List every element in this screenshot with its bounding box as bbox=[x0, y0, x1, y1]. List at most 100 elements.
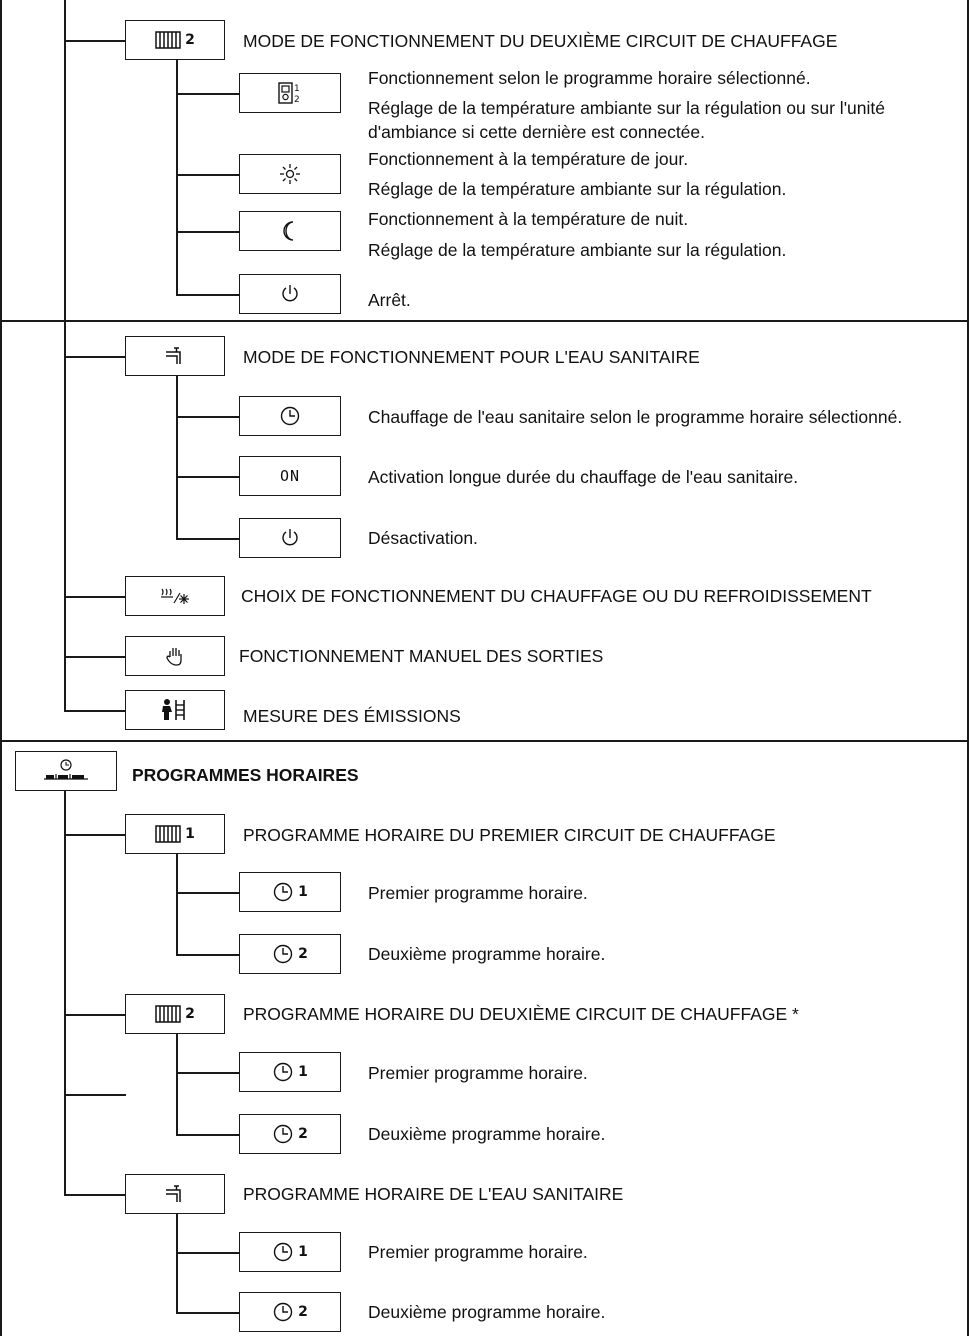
sub-trunk-line bbox=[176, 1214, 178, 1312]
branch-line bbox=[176, 954, 240, 956]
trunk-line bbox=[64, 321, 66, 710]
section-title: CHOIX DE FONCTIONNEMENT DU CHAUFFAGE OU … bbox=[241, 586, 872, 606]
circuit-number: 2 bbox=[185, 1006, 195, 1022]
branch-line bbox=[176, 231, 240, 233]
section-title: FONCTIONNEMENT MANUEL DES SORTIES bbox=[239, 646, 604, 666]
branch-line bbox=[176, 892, 240, 894]
svg-text:1: 1 bbox=[294, 84, 300, 94]
sub-trunk-line bbox=[176, 60, 178, 294]
branch-line bbox=[176, 294, 240, 296]
outer-border-right bbox=[967, 0, 969, 1336]
group-title: PROGRAMME HORAIRE DU PREMIER CIRCUIT DE … bbox=[243, 825, 776, 845]
program-description: Premier programme horaire. bbox=[368, 1242, 588, 1262]
branch-line bbox=[64, 596, 126, 598]
program-number: 1 bbox=[298, 1244, 308, 1260]
tap-icon[interactable] bbox=[125, 1174, 225, 1214]
program-description: Premier programme horaire. bbox=[368, 1063, 588, 1083]
branch-line bbox=[64, 710, 126, 712]
program-2-icon[interactable]: 2 bbox=[239, 934, 341, 974]
hand-icon[interactable] bbox=[125, 636, 225, 676]
programs-title: PROGRAMMES HORAIRES bbox=[132, 765, 359, 785]
program-1-icon[interactable]: 1 bbox=[239, 872, 341, 912]
branch-line bbox=[176, 1072, 240, 1074]
branch-line bbox=[176, 1312, 240, 1314]
moon-icon-glyph bbox=[280, 220, 300, 242]
branch-line bbox=[176, 476, 240, 478]
program-number: 2 bbox=[298, 946, 308, 962]
radiator-2-icon-glyph: 2 bbox=[155, 1004, 195, 1024]
clock-icon: 2 bbox=[272, 1123, 308, 1145]
trunk-line bbox=[64, 791, 66, 1094]
time-programs-icon[interactable] bbox=[15, 751, 117, 791]
program-2-icon[interactable]: 2 bbox=[239, 1292, 341, 1332]
branch-line bbox=[64, 1094, 126, 1096]
program-description: Deuxième programme horaire. bbox=[368, 1124, 606, 1144]
heat-cool-icon-glyph bbox=[158, 586, 192, 606]
on-label: ON bbox=[279, 466, 301, 485]
moon-icon[interactable] bbox=[239, 211, 341, 251]
chimney-sweep-icon[interactable] bbox=[125, 690, 225, 730]
chimney-sweep-icon-glyph bbox=[160, 698, 190, 722]
option-description: Fonctionnement à la température de nuit. bbox=[368, 209, 689, 229]
svg-text:2: 2 bbox=[294, 95, 300, 105]
sub-trunk-line bbox=[176, 376, 178, 538]
branch-line bbox=[64, 656, 126, 658]
sun-icon[interactable] bbox=[239, 154, 341, 194]
program-number: 2 bbox=[298, 1304, 308, 1320]
program-number: 1 bbox=[298, 884, 308, 900]
branch-line bbox=[64, 40, 126, 42]
on-button[interactable]: ON bbox=[239, 456, 341, 496]
branch-line bbox=[176, 1134, 240, 1136]
tap-icon[interactable] bbox=[125, 336, 225, 376]
section-title: MODE DE FONCTIONNEMENT POUR L'EAU SANITA… bbox=[243, 347, 700, 367]
branch-line bbox=[176, 538, 240, 540]
power-icon[interactable] bbox=[239, 518, 341, 558]
clock-icon: 1 bbox=[272, 1061, 308, 1083]
radiator-1-icon-glyph: 1 bbox=[155, 824, 195, 844]
option-description: Chauffage de l'eau sanitaire selon le pr… bbox=[368, 407, 903, 427]
sun-icon-glyph bbox=[279, 163, 301, 185]
power-icon-glyph bbox=[280, 527, 300, 549]
clock-icon[interactable] bbox=[239, 396, 341, 436]
program-description: Premier programme horaire. bbox=[368, 883, 588, 903]
program-2-icon[interactable]: 2 bbox=[239, 1114, 341, 1154]
power-icon-glyph bbox=[280, 283, 300, 305]
clock-icon: 1 bbox=[272, 1241, 308, 1263]
section-title: MESURE DES ÉMISSIONS bbox=[243, 706, 461, 726]
branch-line bbox=[64, 834, 126, 836]
option-description: Arrêt. bbox=[368, 290, 411, 310]
program-number: 2 bbox=[298, 1126, 308, 1142]
program-1-icon[interactable]: 1 bbox=[239, 1232, 341, 1272]
group-title: PROGRAMME HORAIRE DU DEUXIÈME CIRCUIT DE… bbox=[243, 1004, 799, 1024]
clock-icon: 2 bbox=[272, 943, 308, 965]
program-1-icon[interactable]: 1 bbox=[239, 1052, 341, 1092]
power-icon[interactable] bbox=[239, 274, 341, 314]
trunk-line bbox=[64, 1094, 66, 1194]
program-description: Deuxième programme horaire. bbox=[368, 944, 606, 964]
option-description: Activation longue durée du chauffage de … bbox=[368, 467, 799, 487]
option-description: Fonctionnement selon le programme horair… bbox=[368, 68, 811, 88]
section-title: MODE DE FONCTIONNEMENT DU DEUXIÈME CIRCU… bbox=[243, 31, 838, 51]
outer-border-left bbox=[0, 0, 2, 1336]
option-description: Réglage de la température ambiante sur l… bbox=[368, 240, 787, 260]
circuit-number: 1 bbox=[185, 826, 195, 842]
program-number: 1 bbox=[298, 1064, 308, 1080]
radiator-2-icon[interactable]: 2 bbox=[125, 20, 225, 60]
sub-trunk-line bbox=[176, 854, 178, 954]
tap-icon-glyph bbox=[163, 346, 187, 366]
option-description: Désactivation. bbox=[368, 528, 478, 548]
heat-cool-icon[interactable] bbox=[125, 576, 225, 616]
sub-trunk-line bbox=[176, 1034, 178, 1134]
branch-line bbox=[176, 416, 240, 418]
radiator-1-icon[interactable]: 1 bbox=[125, 814, 225, 854]
branch-line bbox=[176, 93, 240, 95]
radiator-2-icon[interactable]: 2 bbox=[125, 994, 225, 1034]
branch-line bbox=[64, 1014, 126, 1016]
option-description: Réglage de la température ambiante sur l… bbox=[368, 179, 787, 199]
clock-icon: 1 bbox=[272, 881, 308, 903]
option-description: Réglage de la température ambiante sur l… bbox=[368, 98, 885, 142]
row-divider bbox=[0, 740, 969, 742]
